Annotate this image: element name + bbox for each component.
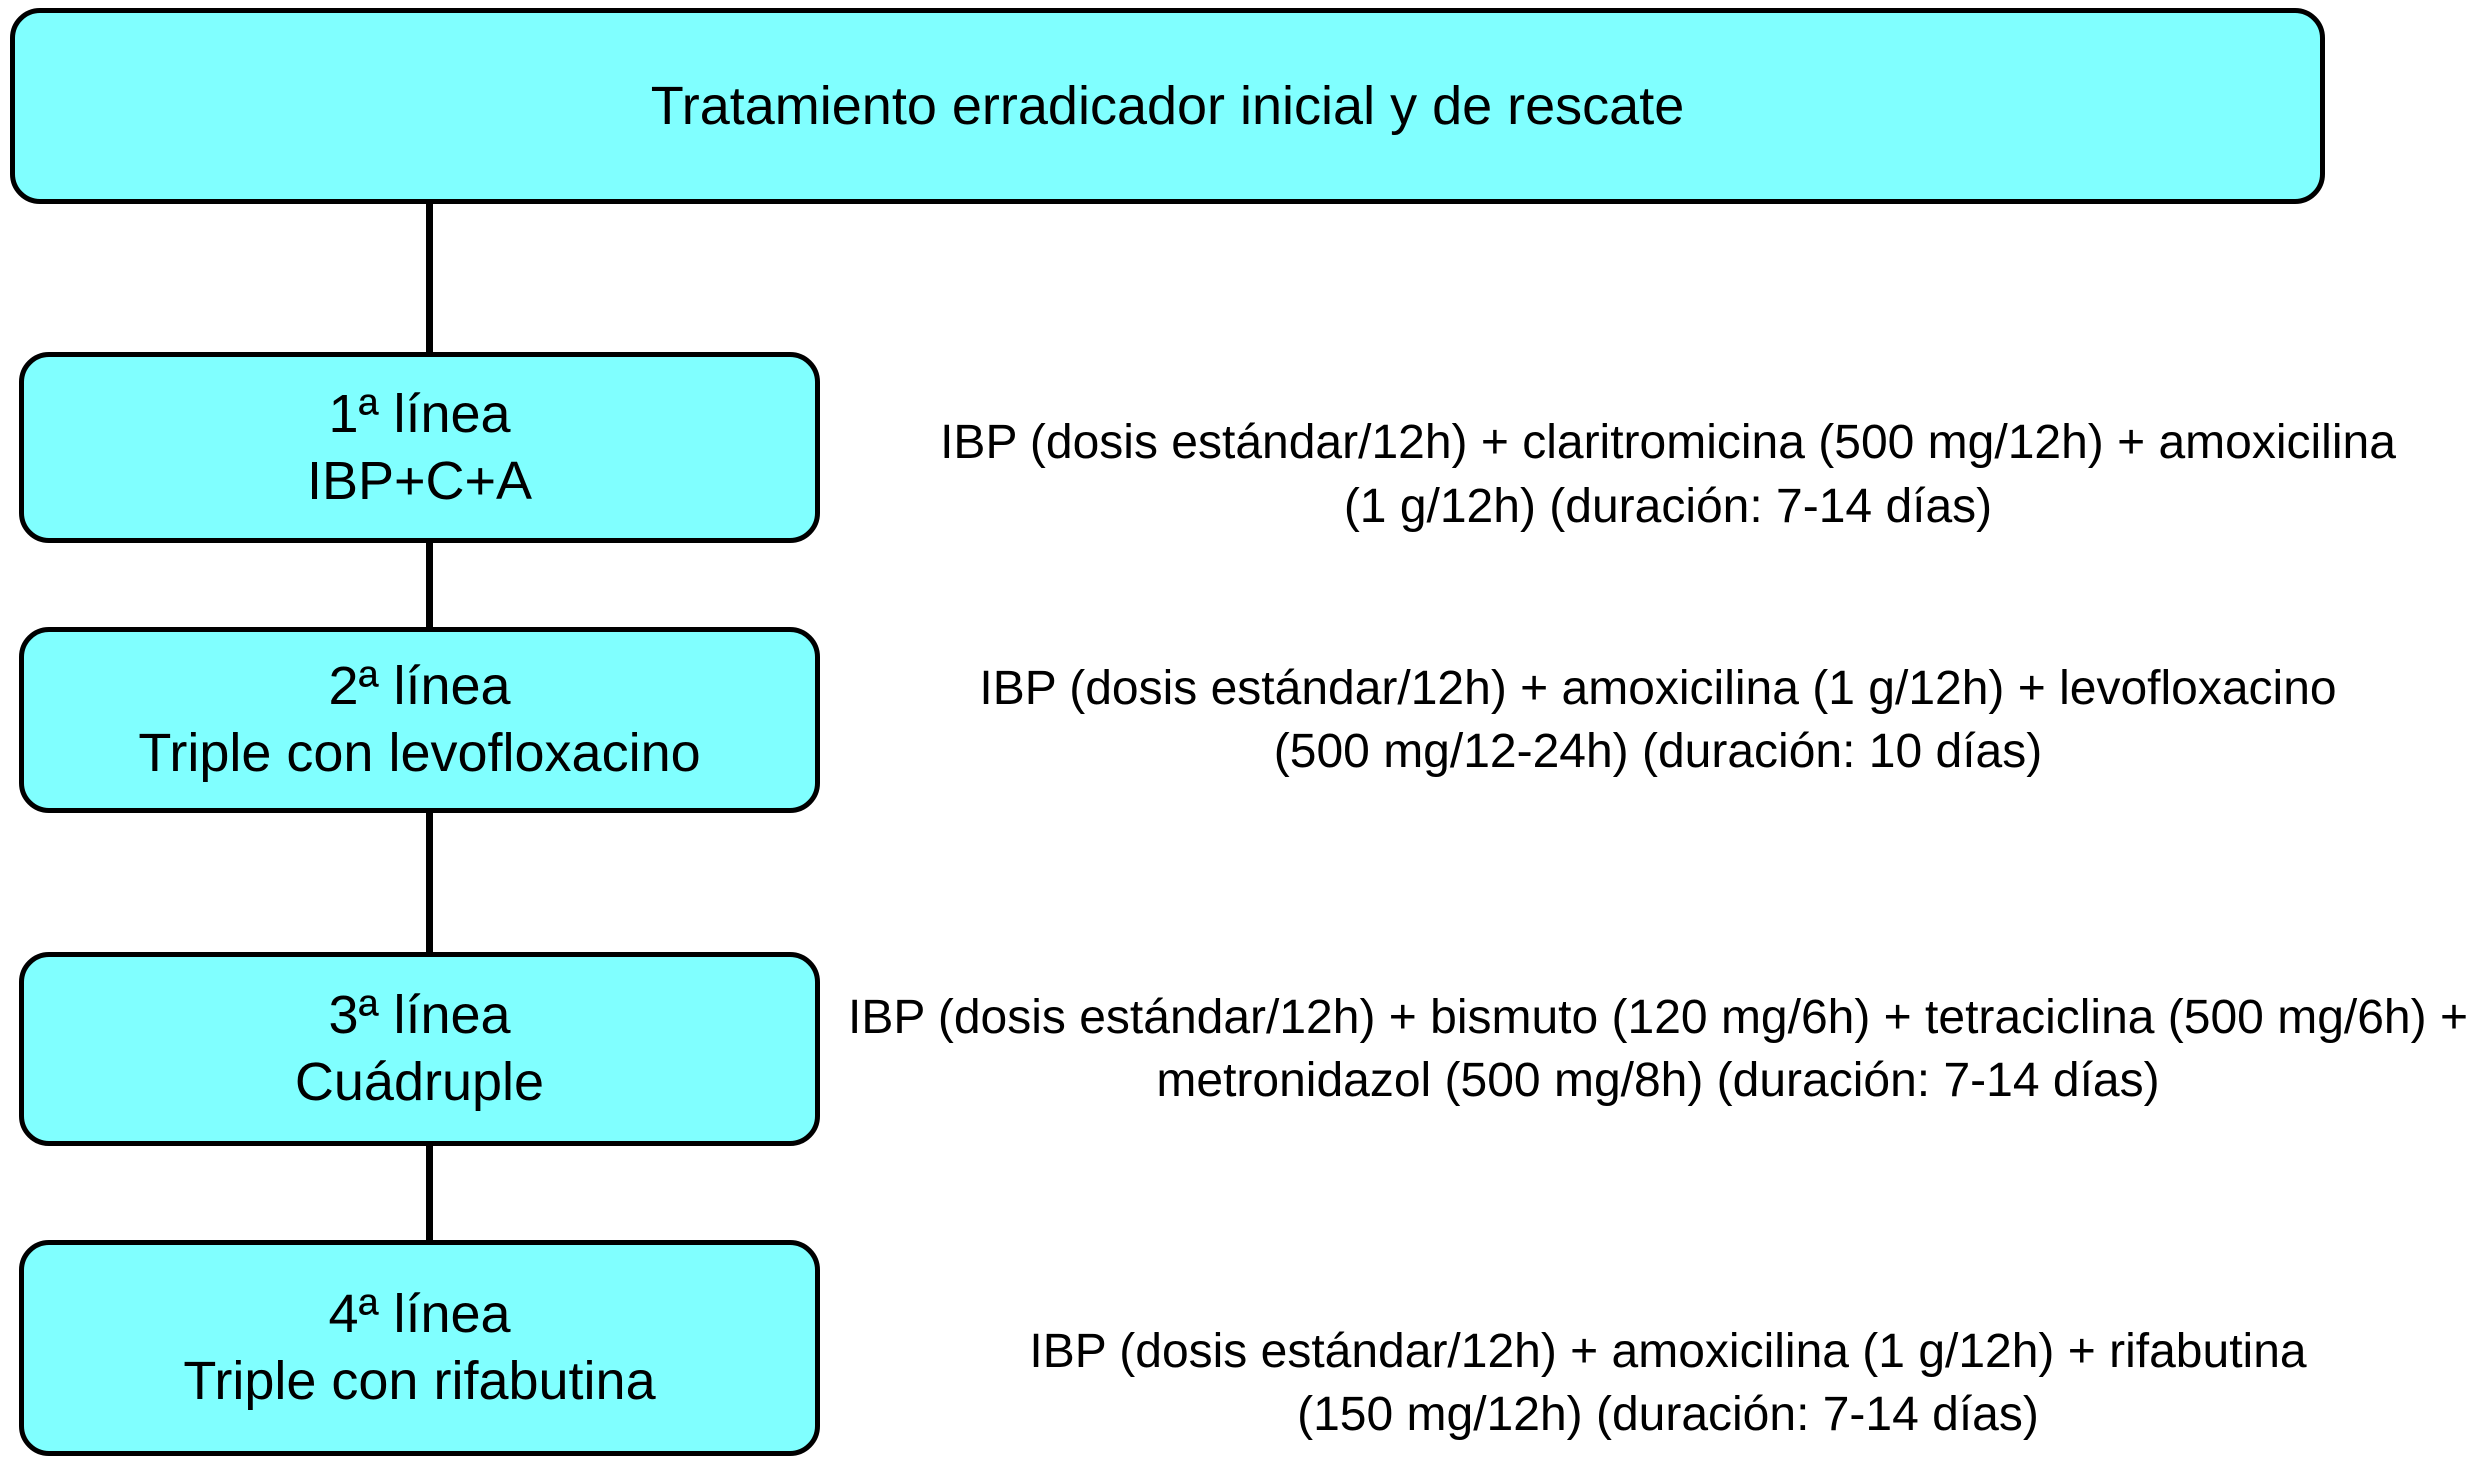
stage-box-line-4: 4ª línea Triple con rifabutina [19,1240,820,1456]
description-text: IBP (dosis estándar/12h) + claritromicin… [940,416,2396,470]
description-text: IBP (dosis estándar/12h) + bismuto (120 … [848,990,2468,1044]
stage-box-line-1: 1ª línea IBP+C+A [19,352,820,543]
stage-description-line-4: IBP (dosis estándar/12h) + amoxicilina (… [850,1240,2486,1456]
flowchart-title-box: Tratamiento erradicador inicial y de res… [10,8,2325,204]
stage-label-line: 4ª línea [328,1284,511,1345]
stage-description-line-2: IBP (dosis estándar/12h) + amoxicilina (… [830,627,2486,813]
stage-box-line-2: 2ª línea Triple con levofloxacino [19,627,820,813]
flowchart-title: Tratamiento erradicador inicial y de res… [650,76,1685,136]
stage-label-line: 1ª línea [328,383,511,444]
stage-label-line: 3ª línea [328,985,511,1046]
stage-label-regimen: IBP+C+A [306,450,533,511]
stage-label-line: 2ª línea [328,656,511,717]
stage-label-regimen: Cuádruple [294,1052,545,1112]
stage-description-line-1: IBP (dosis estándar/12h) + claritromicin… [850,352,2486,543]
description-text: (150 mg/12h) (duración: 7-14 días) [1297,1388,2039,1441]
description-text: IBP (dosis estándar/12h) + amoxicilina (… [979,661,2337,715]
stage-description-line-3: IBP (dosis estándar/12h) + bismuto (120 … [830,952,2486,1146]
description-text: IBP (dosis estándar/12h) + amoxicilina (… [1029,1324,2307,1378]
stage-label-regimen: Triple con levofloxacino [138,723,701,783]
description-text: metronidazol (500 mg/8h) (duración: 7-14… [1156,1054,2160,1107]
description-text: (1 g/12h) (duración: 7-14 días) [1343,479,1993,533]
stage-label-regimen: Triple con rifabutina [183,1351,656,1411]
stage-box-line-3: 3ª línea Cuádruple [19,952,820,1146]
description-text: (500 mg/12-24h) (duración: 10 días) [1273,725,2043,778]
